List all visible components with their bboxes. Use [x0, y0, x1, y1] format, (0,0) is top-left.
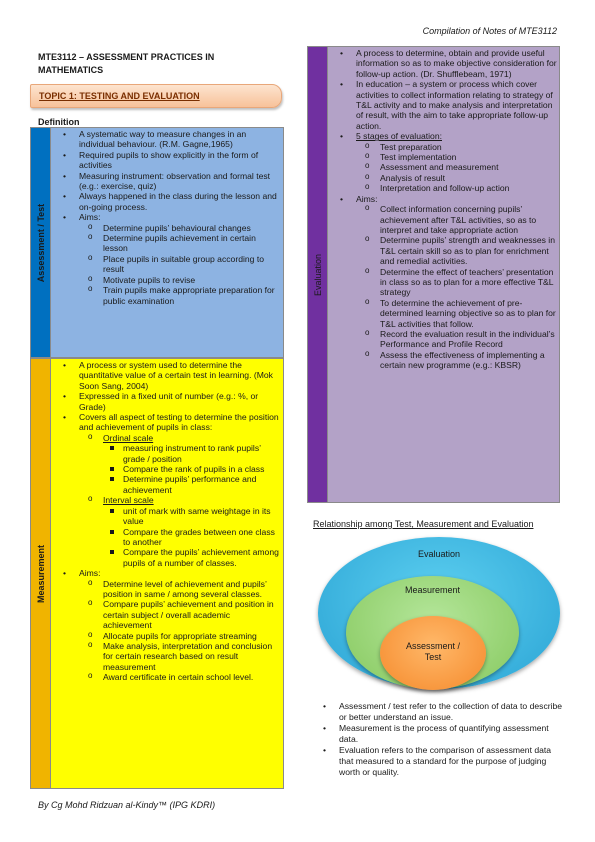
definition-heading: Definition — [38, 117, 80, 127]
interval-scale-label: Interval scale — [103, 495, 154, 506]
footer-author: By Cg Mohd Ridzuan al-Kindy™ (IPG KDRI) — [38, 800, 216, 810]
evaluation-aims-label: Aims: — [356, 193, 378, 204]
measurement-content: A process or system used to determine th… — [53, 360, 281, 788]
evaluation-label: Evaluation — [312, 253, 323, 296]
interval-point: Compare the pupils’ achievement among pu… — [103, 547, 281, 568]
evaluation-stages: 5 stages of evaluation: Test preparation… — [330, 131, 557, 193]
evaluation-stage: Assessment and measurement — [356, 161, 557, 172]
ordinal-point: measuring instrument to rank pupils’ gra… — [103, 443, 281, 464]
measurement-aim: Allocate pupils for appropriate streamin… — [79, 630, 281, 641]
measurement-item-scales: Covers all aspect of testing to determin… — [53, 412, 281, 568]
assessment-aim: Place pupils in suitable group according… — [79, 253, 281, 275]
evaluation-ellipse-label: Evaluation — [417, 549, 461, 559]
measurement-side-band: Measurement — [31, 359, 51, 788]
interval-point: unit of mark with same weightage in its … — [103, 506, 281, 527]
evaluation-stage: Test preparation — [356, 141, 557, 152]
assessment-ellipse-line2: Test — [424, 652, 442, 662]
measurement-label: Measurement — [35, 544, 46, 603]
assessment-aim: Motivate pupils to revise — [79, 274, 281, 285]
assessment-content: A systematic way to measure changes in a… — [53, 129, 281, 357]
measurement-block: Measurement A process or system used to … — [30, 358, 284, 789]
assessment-aims: Aims: Determine pupils’ behavioural chan… — [53, 212, 281, 306]
evaluation-block: Evaluation A process to determine, obtai… — [307, 46, 560, 503]
evaluation-aims: Aims: Collect information concerning pup… — [330, 194, 557, 371]
measurement-item: Expressed in a fixed unit of number (e.g… — [53, 391, 281, 412]
assessment-ellipse: Assessment / Test — [380, 616, 486, 690]
measurement-ellipse-label: Measurement — [404, 585, 461, 595]
measurement-scales-intro: Covers all aspect of testing to determin… — [79, 412, 279, 433]
relationship-point: Evaluation refers to the comparison of a… — [313, 745, 563, 777]
measurement-aim: Compare pupils’ achievement and position… — [79, 598, 281, 630]
evaluation-aim: Record the evaluation result in the indi… — [356, 328, 557, 350]
relationship-point: Measurement is the process of quantifyin… — [313, 723, 563, 744]
evaluation-content: A process to determine, obtain and provi… — [330, 48, 557, 502]
relationship-title: Relationship among Test, Measurement and… — [313, 519, 534, 529]
relationship-point: Assessment / test refer to the collectio… — [313, 701, 563, 722]
relationship-points: Assessment / test refer to the collectio… — [313, 701, 563, 778]
measurement-aim: Award certificate in certain school leve… — [79, 671, 281, 682]
evaluation-aim: Collect information concerning pupils’ a… — [356, 203, 557, 235]
assessment-side-band: Assessment / Test — [31, 128, 51, 357]
assessment-item: A systematic way to measure changes in a… — [53, 129, 281, 150]
measurement-aims-label: Aims: — [79, 568, 101, 579]
assessment-label: Assessment / Test — [35, 203, 46, 282]
assessment-item: Required pupils to show explicitly in th… — [53, 150, 281, 171]
measurement-aim: Make analysis, interpretation and conclu… — [79, 640, 281, 672]
assessment-aim: Determine pupils achievement in certain … — [79, 232, 281, 254]
measurement-aims: Aims: Determine level of achievement and… — [53, 568, 281, 682]
ordinal-scale: Ordinal scale measuring instrument to ra… — [79, 432, 281, 495]
measurement-aim: Determine level of achievement and pupil… — [79, 578, 281, 600]
assessment-ellipse-line1: Assessment / — [405, 641, 461, 651]
evaluation-stage: Test implementation — [356, 151, 557, 162]
assessment-block: Assessment / Test A systematic way to me… — [30, 127, 284, 358]
evaluation-aim: Assess the effectiveness of implementing… — [356, 349, 557, 371]
evaluation-side-band: Evaluation — [308, 47, 328, 502]
assessment-aim: Determine pupils’ behavioural changes — [79, 222, 281, 233]
evaluation-aim: Determine the effect of teachers’ presen… — [356, 266, 557, 298]
assessment-item: Always happened in the class during the … — [53, 191, 281, 212]
assessment-aims-label: Aims: — [79, 212, 101, 223]
evaluation-stage: Interpretation and follow-up action — [356, 182, 557, 193]
ordinal-point: Compare the rank of pupils in a class — [103, 464, 281, 474]
assessment-ellipse-label: Assessment / Test — [380, 641, 486, 663]
header-compilation-note: Compilation of Notes of MTE3112 — [422, 26, 557, 36]
interval-point: Compare the grades between one class to … — [103, 527, 281, 548]
evaluation-aim: Determine pupils’ strength and weaknesse… — [356, 234, 557, 266]
evaluation-item: A process to determine, obtain and provi… — [330, 48, 557, 79]
assessment-item: Measuring instrument: observation and fo… — [53, 171, 281, 192]
evaluation-item: In education – a system or process which… — [330, 79, 557, 131]
course-title: MTE3112 – ASSESSMENT PRACTICES IN MATHEM… — [38, 52, 215, 75]
topic-title: TOPIC 1: TESTING AND EVALUATION — [39, 91, 200, 101]
topic-banner: TOPIC 1: TESTING AND EVALUATION — [30, 84, 282, 108]
evaluation-aim: To determine the achievement of pre-dete… — [356, 297, 557, 329]
interval-scale: Interval scale unit of mark with same we… — [79, 494, 281, 568]
evaluation-stage: Analysis of result — [356, 172, 557, 183]
assessment-aim: Train pupils make appropriate preparatio… — [79, 284, 281, 306]
evaluation-stages-label: 5 stages of evaluation: — [356, 131, 442, 142]
measurement-item: A process or system used to determine th… — [53, 360, 281, 391]
ordinal-scale-label: Ordinal scale — [103, 432, 154, 443]
ordinal-point: Determine pupils’ performance and achiev… — [103, 474, 281, 495]
